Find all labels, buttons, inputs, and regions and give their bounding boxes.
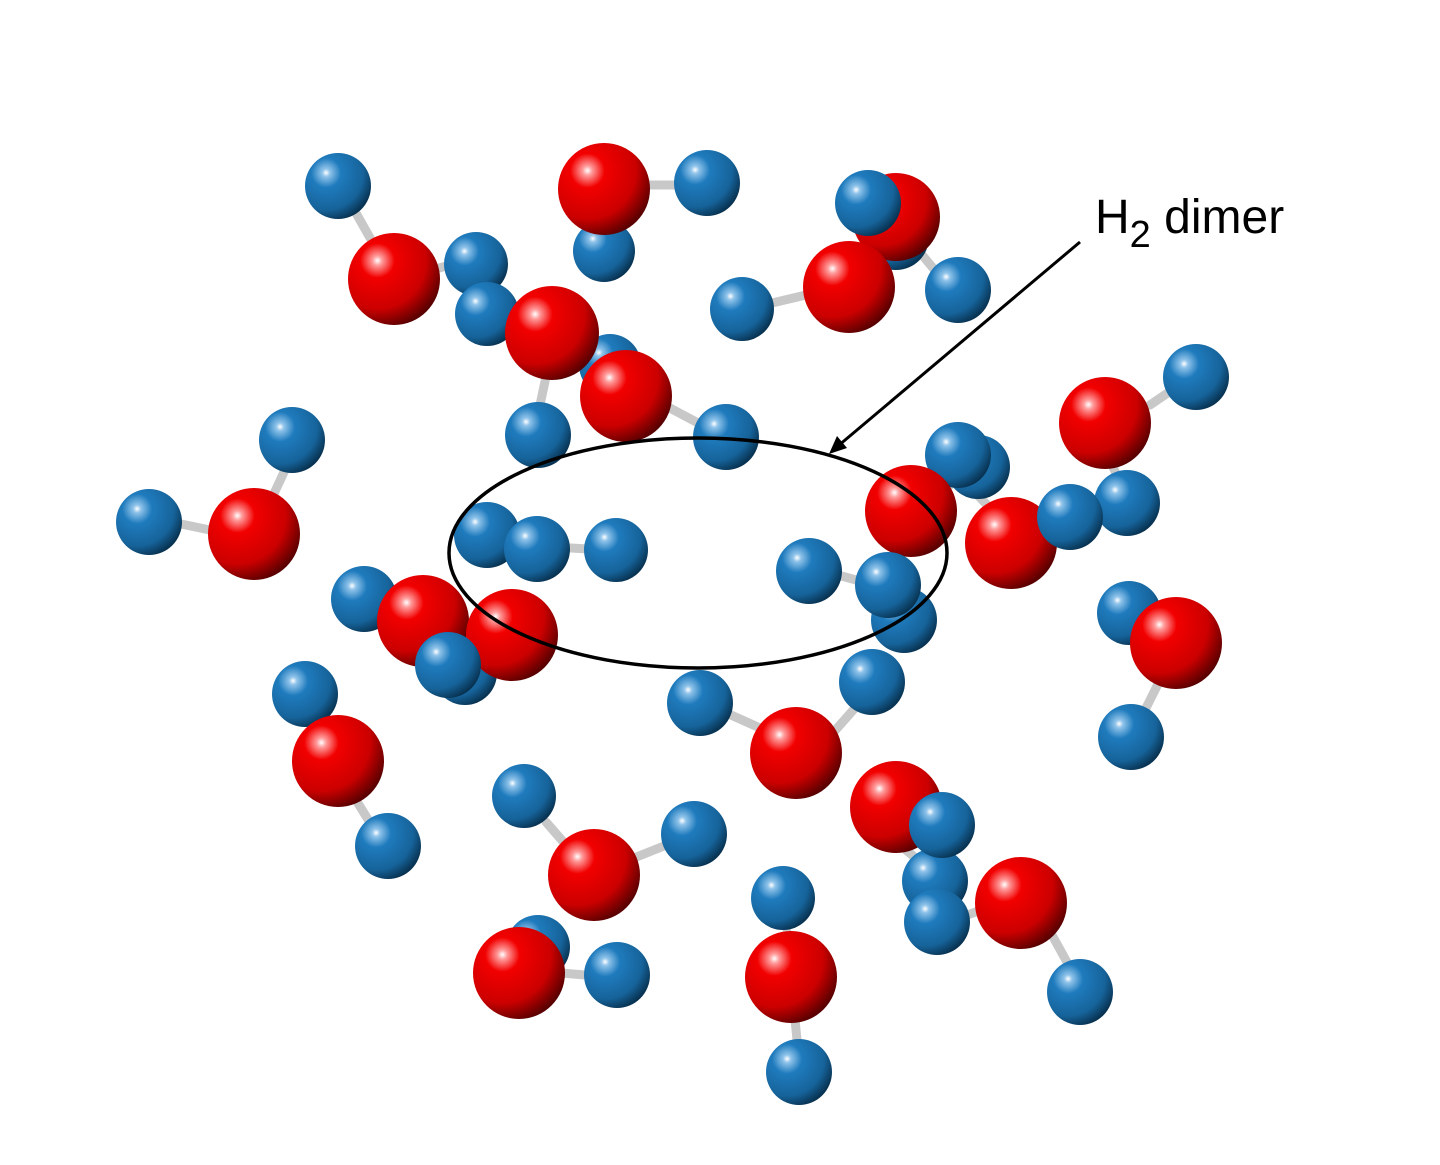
- oxygen-atom: [580, 350, 672, 442]
- oh-bond: [541, 817, 571, 850]
- dimer-label: H2 dimer: [1095, 191, 1284, 256]
- hydrogen-atom: [272, 661, 338, 727]
- hydrogen-atom: [925, 257, 991, 323]
- hydrogen-atom: [1037, 484, 1103, 550]
- oxygen-atom: [965, 497, 1057, 589]
- hydrogen-atom: [751, 866, 815, 930]
- oxygen-atom: [505, 286, 599, 380]
- hydrogen-atom: [454, 502, 520, 568]
- hydrogen-atom: [504, 516, 570, 582]
- hydrogen-atom: [415, 632, 481, 698]
- oh-bond: [176, 519, 215, 535]
- hydrogen-atom: [355, 813, 421, 879]
- dimer-label-symbol: H: [1095, 191, 1130, 244]
- hydrogen-atom: [1047, 959, 1113, 1025]
- hydrogen-atom: [667, 670, 733, 736]
- hydrogen-atom: [674, 150, 740, 216]
- hydrogen-atom: [904, 889, 970, 955]
- oxygen-atom: [558, 143, 650, 235]
- oh-bond: [767, 290, 811, 308]
- dimer-annotation: H2 dimer: [447, 191, 1284, 670]
- oh-bond: [629, 841, 669, 863]
- oxygen-atom: [1130, 597, 1222, 689]
- hydrogen-atom: [259, 407, 325, 473]
- hydrogen-atom: [776, 538, 842, 604]
- oxygen-atom: [348, 233, 440, 325]
- oxygen-atom: [1059, 377, 1151, 469]
- oxygen-atom: [745, 931, 837, 1023]
- hydrogen-atom: [1098, 704, 1164, 770]
- oxygen-atom: [750, 707, 842, 799]
- hydrogen-atom: [573, 220, 635, 282]
- hydrogen-atom: [766, 1039, 832, 1105]
- hydrogen-atom: [1163, 344, 1229, 410]
- oxygen-atom: [803, 241, 895, 333]
- oh-bond: [827, 703, 860, 739]
- oxygen-atom: [208, 488, 300, 580]
- oh-bond: [726, 710, 765, 733]
- oxygen-atom: [292, 715, 384, 807]
- annotation-arrow-line: [837, 240, 1081, 448]
- hydrogen-atom: [835, 170, 901, 236]
- hydrogen-atom: [584, 518, 648, 582]
- hydrogen-atom: [925, 422, 991, 488]
- oh-bond: [1047, 930, 1073, 969]
- hydrogen-atom: [584, 942, 650, 1008]
- hydrogen-atom: [492, 764, 556, 828]
- oxygen-atom: [975, 857, 1067, 949]
- dimer-label-word: dimer: [1151, 191, 1284, 244]
- hydrogen-atom: [305, 153, 371, 219]
- annotation-arrowhead: [829, 436, 847, 454]
- hydrogen-atom: [855, 552, 921, 618]
- hydrogen-atom: [710, 277, 774, 341]
- oh-bond: [663, 402, 705, 429]
- hydrogen-atom: [1094, 470, 1160, 536]
- oxygen-atom: [865, 465, 957, 557]
- oxygen-atom: [473, 927, 565, 1019]
- hydrogen-atom: [661, 801, 727, 867]
- hydrogen-atom: [839, 649, 905, 715]
- hydrogen-atom: [116, 489, 182, 555]
- dimer-label-subscript: 2: [1130, 214, 1151, 256]
- hydrogen-atom: [505, 402, 571, 468]
- atom-layer: [116, 143, 1229, 1105]
- hydrogen-atom: [909, 792, 975, 858]
- oh-bond: [556, 968, 590, 980]
- dimer-highlight-ellipse: [447, 436, 949, 670]
- oxygen-atom: [548, 829, 640, 921]
- hydrogen-atom: [444, 232, 508, 296]
- hydrogen-atom: [455, 282, 519, 346]
- oxygen-atom: [466, 589, 558, 681]
